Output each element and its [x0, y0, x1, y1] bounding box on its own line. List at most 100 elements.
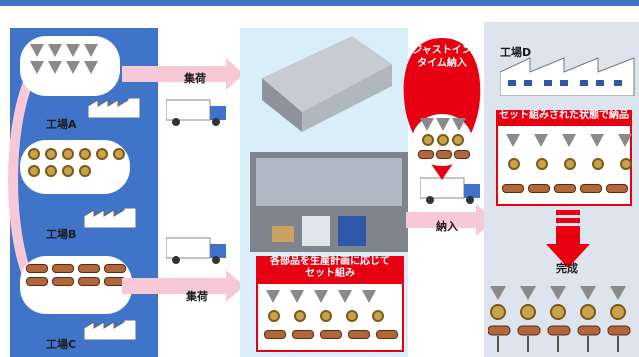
- triangle-part-icon: [66, 44, 80, 57]
- log-part-icon: [348, 330, 370, 339]
- triangle-part-icon: [452, 118, 466, 131]
- triangle-part-icon: [534, 134, 548, 147]
- log-part-icon: [580, 184, 602, 193]
- gear-part-icon: [508, 158, 520, 170]
- triangle-part-icon: [338, 290, 352, 303]
- gear-part-icon: [437, 134, 449, 146]
- d-triangles: [506, 134, 632, 147]
- factory-d-building-icon: [500, 57, 635, 96]
- gear-part-icon: [452, 134, 464, 146]
- triangle-part-icon: [48, 44, 62, 57]
- set-triangles: [266, 290, 376, 303]
- finished-products: [488, 282, 636, 354]
- gear-part-icon: [62, 165, 74, 177]
- loading-doors: [256, 158, 402, 206]
- set-delivery-label: セット組みされた状態で納品: [496, 110, 632, 124]
- truck-icon: [420, 177, 480, 204]
- gear-part-icon: [96, 148, 108, 160]
- jit-label: ジャストイン タイム納入: [412, 45, 472, 69]
- triangle-part-icon: [48, 61, 62, 74]
- gear-part-icon: [536, 158, 548, 170]
- log-part-icon: [606, 184, 628, 193]
- triangle-part-icon: [314, 290, 328, 303]
- log-part-icon: [418, 150, 434, 159]
- triangle-part-icon: [84, 44, 98, 57]
- truck-rear-icon: [302, 216, 330, 246]
- set-logs: [264, 330, 398, 339]
- set-gears: [268, 310, 384, 322]
- log-part-icon: [554, 184, 576, 193]
- gear-part-icon: [422, 134, 434, 146]
- truck-icon: [166, 237, 226, 264]
- triangle-part-icon: [30, 44, 44, 57]
- log-part-icon: [264, 330, 286, 339]
- gear-part-icon: [28, 165, 40, 177]
- finished-product-icons: [488, 286, 631, 352]
- factory-a-label: 工場A: [46, 118, 77, 131]
- jit-triangles: [420, 118, 466, 131]
- collect-bottom-label: 集荷: [186, 290, 208, 303]
- gear-part-icon: [62, 148, 74, 160]
- gear-part-icon: [294, 310, 306, 322]
- cargo-boxes-icon: [272, 226, 294, 242]
- jit-gears: [422, 134, 464, 146]
- triangle-part-icon: [66, 61, 80, 74]
- gear-part-icon: [268, 310, 280, 322]
- gear-part-icon: [79, 148, 91, 160]
- log-part-icon: [78, 277, 100, 286]
- warehouse-building-icon: [262, 36, 392, 132]
- truck-rear-icon: [338, 216, 366, 246]
- gear-parts: [28, 148, 128, 177]
- collect-top-label: 集荷: [184, 72, 206, 85]
- triangle-part-icon: [266, 290, 280, 303]
- log-part-icon: [528, 184, 550, 193]
- factory-d-label: 工場D: [500, 46, 532, 59]
- triangle-part-icon: [506, 134, 520, 147]
- log-part-icon: [376, 330, 398, 339]
- log-part-icon: [104, 264, 126, 273]
- log-part-icon: [320, 330, 342, 339]
- collect-arrow-top: [122, 58, 244, 90]
- log-part-icon: [436, 150, 452, 159]
- factory-b-label: 工場B: [46, 228, 77, 241]
- log-part-icon: [52, 264, 74, 273]
- triangle-parts: [30, 44, 114, 74]
- gear-part-icon: [79, 165, 91, 177]
- log-parts: [26, 264, 130, 286]
- gear-part-icon: [592, 158, 604, 170]
- log-part-icon: [26, 277, 48, 286]
- gear-part-icon: [113, 148, 125, 160]
- gear-part-icon: [346, 310, 358, 322]
- deliver-label: 納入: [436, 220, 458, 233]
- gear-part-icon: [45, 148, 57, 160]
- gear-part-icon: [564, 158, 576, 170]
- triangle-part-icon: [590, 134, 604, 147]
- jit-logs: [418, 150, 470, 159]
- warehouse-set-label: 各部品を生産計画に応じて セット組み: [256, 256, 404, 282]
- gear-part-icon: [320, 310, 332, 322]
- top-border: [0, 0, 639, 6]
- triangle-part-icon: [436, 118, 450, 131]
- triangle-part-icon: [420, 118, 434, 131]
- gear-part-icon: [372, 310, 384, 322]
- factory-c-label: 工場C: [46, 338, 77, 351]
- factory-icon: [84, 320, 136, 340]
- done-label: 完成: [556, 262, 578, 275]
- log-part-icon: [454, 150, 470, 159]
- gear-part-icon: [28, 148, 40, 160]
- collect-arrow-bottom: [122, 270, 244, 302]
- triangle-part-icon: [30, 61, 44, 74]
- gear-part-icon: [620, 158, 632, 170]
- d-logs: [502, 184, 628, 193]
- triangle-part-icon: [362, 290, 376, 303]
- triangle-part-icon: [562, 134, 576, 147]
- log-part-icon: [292, 330, 314, 339]
- deliver-arrow: [406, 204, 494, 236]
- log-part-icon: [52, 277, 74, 286]
- factory-icon: [84, 208, 136, 228]
- warehouse-set-box: [256, 282, 404, 352]
- factory-d-set-box: [496, 124, 632, 206]
- d-gears: [508, 158, 632, 170]
- log-part-icon: [26, 264, 48, 273]
- triangle-part-icon: [84, 61, 98, 74]
